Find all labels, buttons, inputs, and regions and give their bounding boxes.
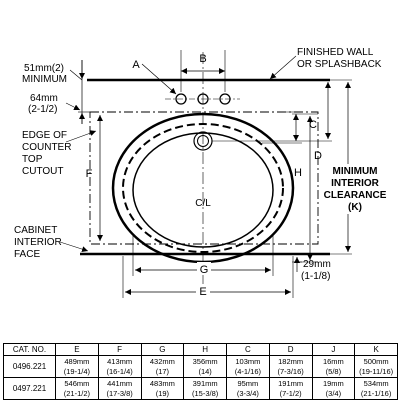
header-cat-no: CAT. NO. [3,343,56,356]
f-cell: 413mm(16-1/4) [97,355,142,378]
dimension-g-label: G [200,264,209,276]
cutout-label-line1: EDGE OF [22,130,67,141]
e-cell: 546mm(21-1/2) [55,377,99,400]
finished-wall-label-line2: OR SPLASHBACK [297,59,382,70]
table-row: 0496.221 489mm(19-1/4) 413mm(16-1/4) 432… [3,355,398,378]
edge-offset-leader [65,102,81,111]
centerline-label: C/L [195,198,211,209]
cat-no-cell: 0496.221 [3,355,56,378]
header-k: K [354,343,398,356]
setback-leader [69,69,83,81]
dimension-d-label: D [314,150,322,162]
d-cell: 182mm(7-3/16) [268,355,313,378]
dimension-c-label: C [309,119,317,131]
j-cell: 16mm(5/8) [311,355,356,378]
j-cell: 19mm(3/4) [311,377,356,400]
cabinet-label-line1: CABINET [14,225,57,236]
setback-label-line1: 51mm(2) [24,63,64,74]
dimension-h-label: H [294,167,302,179]
h-cell: 391mm(15-3/8) [183,377,227,400]
cabinet-leader [59,241,89,253]
cabinet-label-line3: FACE [14,249,40,260]
dimension-e-label: E [199,286,206,298]
finished-wall-label-line1: FINISHED WALL [297,47,374,58]
table-header-row: CAT. NO. E F G H C D J K [3,343,398,356]
clearance-label-line2: INTERIOR [331,178,380,189]
header-e: E [55,343,99,356]
h-cell: 356mm(14) [183,355,227,378]
header-c: C [226,343,270,356]
header-d: D [268,343,313,356]
cat-no-cell: 0497.221 [3,377,56,400]
f-cell: 441mm(17-3/8) [97,377,142,400]
header-f: F [97,343,142,356]
cutout-leader [65,130,97,143]
header-g: G [140,343,185,356]
cutout-label-line4: CUTOUT [22,166,63,177]
edge-offset-label-line1: 64mm [30,93,58,104]
c-cell: 103mm(4-1/16) [226,355,270,378]
dimension-b-label: B [199,53,206,65]
header-j: J [311,343,356,356]
counter-cutout-outline [89,111,319,245]
cutout-label-line3: TOP [22,154,43,165]
k-cell: 500mm(19-11/16) [354,355,398,378]
e-cell: 489mm(19-1/4) [55,355,99,378]
sink-installation-diagram: B A 51mm(2) MINIMUM 64mm (2-1/2) EDGE OF… [14,47,387,298]
dimension-a-leader [141,63,177,95]
cutout-label-line2: COUNTER [22,142,71,153]
dimension-f-label: F [86,168,93,180]
table-row: 0497.221 546mm(21-1/2) 441mm(17-3/8) 483… [3,377,398,400]
k-cell: 534mm(21-1/16) [354,377,398,400]
clearance-label-line3: CLEARANCE [324,190,387,201]
finished-wall-leader [269,55,297,80]
setback-label-line2: MINIMUM [22,74,67,85]
cabinet-label-line2: INTERIOR [14,237,62,248]
header-h: H [183,343,227,356]
cabinet-offset-label-line1: 29mm [303,259,331,270]
clearance-label-line1: MINIMUM [333,166,378,177]
clearance-label-line4: (K) [348,202,362,213]
cabinet-offset-label-line2: (1-1/8) [301,271,330,282]
d-cell: 191mm(7-1/2) [268,377,313,400]
g-cell: 483mm(19) [140,377,185,400]
c-cell: 95mm(3-3/4) [226,377,270,400]
dimensions-table: CAT. NO. E F G H C D J K 0496.221 489mm(… [3,343,398,400]
edge-offset-label-line2: (2-1/2) [28,104,57,115]
g-cell: 432mm(17) [140,355,185,378]
dimension-a-label: A [132,59,140,71]
